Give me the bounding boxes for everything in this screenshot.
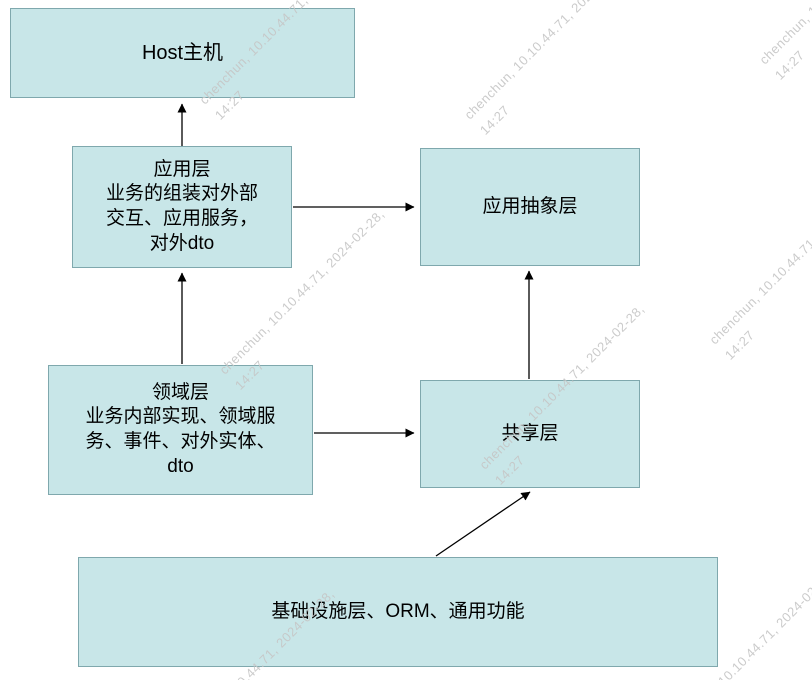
node-infrastructure-layer-label: 基础设施层、ORM、通用功能	[271, 600, 525, 622]
node-host: Host主机	[10, 8, 355, 98]
node-application-layer-label: 应用层 业务的组装对外部 交互、应用服务， 对外dto	[105, 158, 258, 254]
watermark: chenchun, 10.10.44.71, 2024-02-28, 14:27	[756, 0, 812, 83]
node-shared-layer: 共享层	[420, 380, 640, 488]
node-domain-layer-label: 领域层 业务内部实现、领域服 务、事件、对外实体、 dto	[85, 381, 276, 477]
node-shared-layer-label: 共享层	[501, 422, 559, 444]
watermark: chenchun, 10.10.44.71, 2024-02-28, 14:27	[461, 0, 633, 138]
watermark: chenchun, 10.10.44.71, 2024-02-28, 14:27	[706, 176, 812, 363]
node-application-abstraction-layer-label: 应用抽象层	[482, 195, 578, 217]
node-host-label: Host主机	[141, 42, 224, 64]
node-application-layer: 应用层 业务的组装对外部 交互、应用服务， 对外dto	[72, 146, 292, 268]
node-application-abstraction-layer: 应用抽象层	[420, 148, 640, 266]
arrow-infrastructure-to-shared	[435, 491, 531, 557]
node-infrastructure-layer: 基础设施层、ORM、通用功能	[78, 557, 718, 667]
node-domain-layer: 领域层 业务内部实现、领域服 务、事件、对外实体、 dto	[48, 365, 313, 495]
